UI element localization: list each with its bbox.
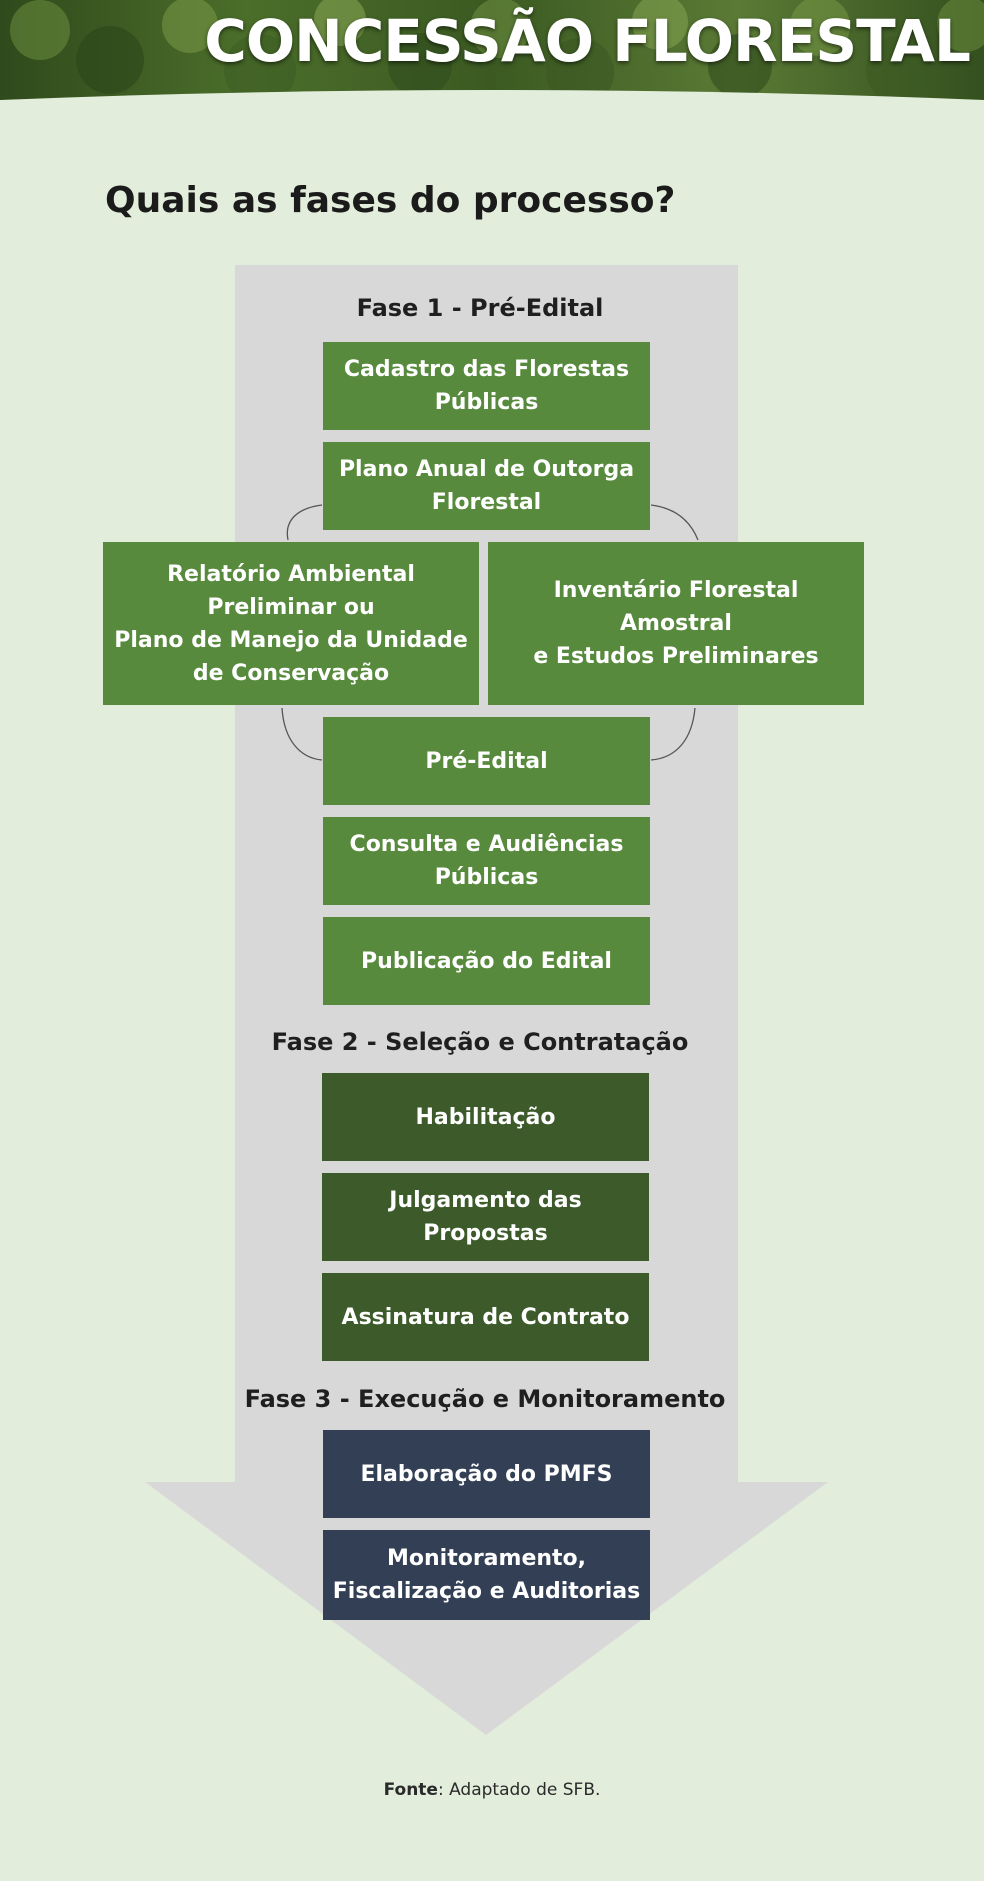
phase-2-label: Fase 2 - Seleção e Contratação (271, 1028, 689, 1056)
phase-3-label: Fase 3 - Execução e Monitoramento (244, 1385, 726, 1413)
step-cadastro-florestas: Cadastro das Florestas Públicas (323, 342, 650, 430)
step-label: Assinatura de Contrato (341, 1304, 630, 1330)
header-banner: CONCESSÃO FLORESTAL (0, 0, 984, 110)
step-label: Relatório Ambiental Preliminar ou Plano … (114, 561, 468, 686)
step-relatorio-ambiental: Relatório Ambiental Preliminar ou Plano … (103, 542, 479, 705)
source-note: Fonte: Adaptado de SFB. (0, 1780, 984, 1800)
step-label: Cadastro das Florestas Públicas (343, 357, 630, 415)
section-heading: Quais as fases do processo? (105, 180, 676, 221)
source-label: Fonte (383, 1780, 438, 1800)
phase-1-label: Fase 1 - Pré-Edital (356, 294, 604, 322)
step-assinatura-contrato: Assinatura de Contrato (322, 1273, 649, 1361)
step-publicacao-edital: Publicação do Edital (323, 917, 650, 1005)
step-label: Plano Anual de Outorga Florestal (338, 457, 635, 515)
step-inventario-florestal: Inventário Florestal Amostral e Estudos … (488, 542, 864, 705)
step-monitoramento: Monitoramento, Fiscalização e Auditorias (323, 1530, 650, 1620)
step-label: Inventário Florestal Amostral e Estudos … (533, 578, 819, 669)
step-elaboracao-pmfs: Elaboração do PMFS (323, 1430, 650, 1518)
step-pre-edital: Pré-Edital (323, 717, 650, 805)
step-label: Elaboração do PMFS (360, 1461, 613, 1487)
step-julgamento-propostas: Julgamento das Propostas (322, 1173, 649, 1261)
source-text: : Adaptado de SFB. (437, 1780, 601, 1800)
step-consulta-audiencias: Consulta e Audiências Públicas (323, 817, 650, 905)
forest-canopy-image (0, 0, 984, 110)
step-label: Monitoramento, Fiscalização e Auditorias (332, 1546, 641, 1604)
step-label: Consulta e Audiências Públicas (349, 832, 624, 890)
step-label: Habilitação (415, 1104, 556, 1130)
banner-title: CONCESSÃO FLORESTAL (204, 7, 971, 75)
step-habilitacao: Habilitação (322, 1073, 649, 1161)
step-label: Pré-Edital (425, 748, 548, 774)
step-label: Julgamento das Propostas (389, 1188, 582, 1246)
step-plano-anual-outorga: Plano Anual de Outorga Florestal (323, 442, 650, 530)
step-label: Publicação do Edital (361, 948, 612, 974)
